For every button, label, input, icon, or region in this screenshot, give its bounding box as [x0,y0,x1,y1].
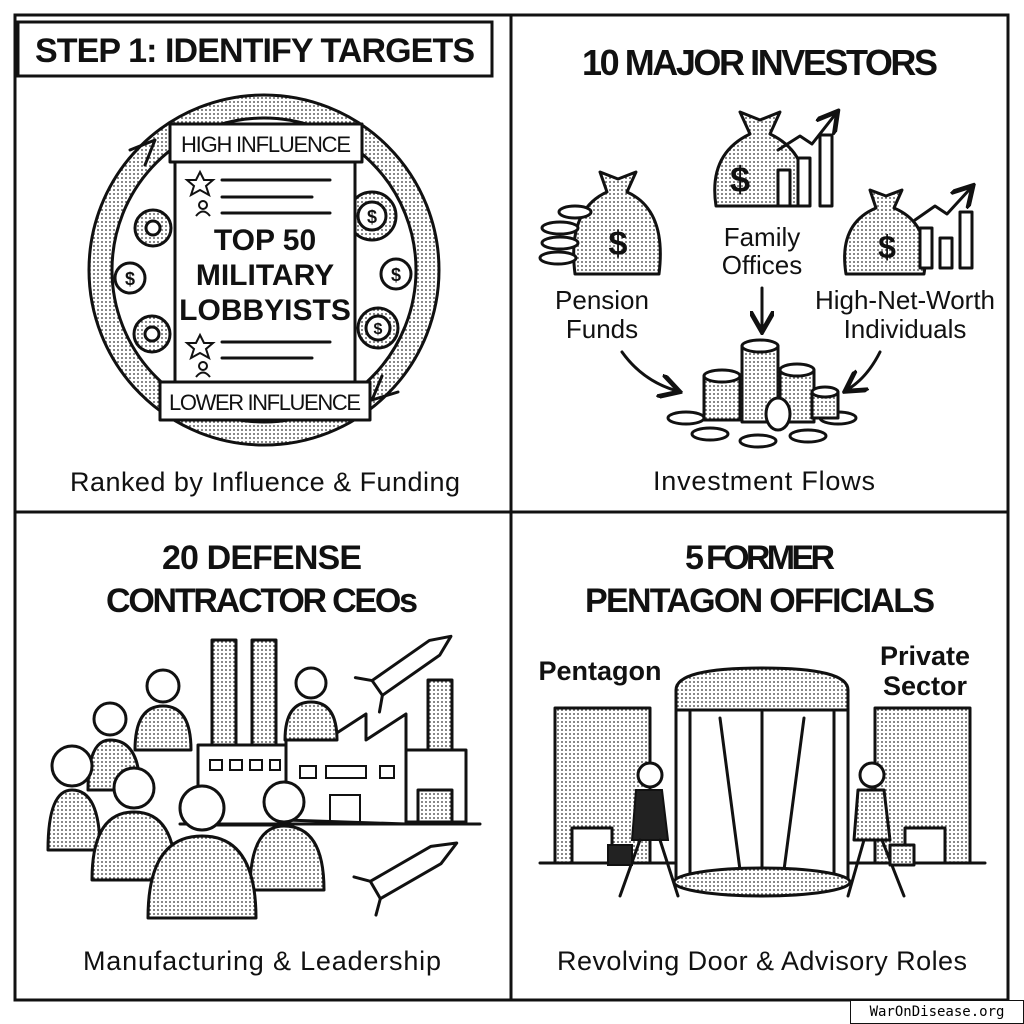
person-icon [195,361,211,378]
private-sector-label: Private [880,641,970,671]
caption: Ranked by Influence & Funding [70,467,460,497]
panel-title: PENTAGON OFFICIALS [585,582,935,620]
step-title: STEP 1: IDENTIFY TARGETS [35,32,475,70]
money-bag-icon: $ [572,170,662,276]
official-walking-right [846,761,916,898]
missile-icon [353,634,453,714]
svg-text:$: $ [374,321,383,338]
high-influence-label: HIGH INFLUENCE [181,132,351,157]
person-figure [90,766,178,882]
person-figure [283,666,339,742]
svg-text:$: $ [391,265,401,285]
briefcase-icon [607,844,633,866]
star-icon [184,332,216,361]
high-influence-banner [168,122,364,164]
coin-pile-icon [666,338,858,449]
hnwi-label: Individuals [844,314,967,344]
svg-text:$: $ [730,159,750,200]
briefcase-icon [888,843,916,867]
flow-arrow-icon [620,350,674,390]
money-bag-icon: $ [843,188,927,276]
person-icon [195,200,211,217]
svg-text:$: $ [125,269,135,289]
coin-stack-icon [538,204,593,266]
gear-icon [133,208,173,248]
panel-title: 5 FORMER [685,539,835,577]
caption: Revolving Door & Advisory Roles [557,946,967,976]
lower-influence-banner [158,380,372,422]
person-figure [146,784,258,920]
missile-icon [352,841,459,917]
dollar-gear-icon: $ [346,190,398,242]
pentagon-label: Pentagon [538,656,661,686]
growth-chart-icon [776,116,834,208]
step-title-box: STEP 1: IDENTIFY TARGETS [16,20,494,78]
money-bag-icon: $ [713,110,807,208]
lower-influence-label: LOWER INFLUENCE [169,390,361,415]
pension-funds-label: Pension [555,285,649,315]
document-title-line: TOP 50 [214,224,316,257]
dollar-coin-icon: $ [379,257,413,291]
star-icon [184,169,216,198]
official-walking-left [607,761,680,898]
family-offices-label: Family [724,222,801,252]
panel-investors: 10 MAJOR INVESTORS $ $ $ Family Offices … [538,42,995,496]
panel-title: 20 DEFENSE [162,539,362,577]
panel-ceos: 20 DEFENSE CONTRACTOR CEOs M [46,539,482,976]
dollar-coin-icon: $ [113,261,147,295]
family-offices-label: Offices [722,250,802,280]
panel-title: CONTRACTOR CEOs [106,582,418,620]
watermark: WarOnDisease.org [850,1000,1024,1024]
svg-text:$: $ [367,207,377,227]
svg-text:$: $ [609,225,628,263]
cycle-arrow-icon [370,374,400,402]
gear-icon [132,314,172,354]
ceo-group [46,666,339,920]
flow-arrow-icon [850,350,882,388]
document-title-line: LOBBYISTS [179,294,351,327]
pension-funds-label: Funds [566,314,638,344]
panel-title: 10 MAJOR INVESTORS [582,42,938,83]
person-figure [133,668,193,752]
cycle-arrow-icon [128,138,157,167]
revolving-door-icon [672,666,852,898]
hnwi-label: High-Net-Worth [815,285,995,315]
person-figure [248,780,326,892]
svg-text:$: $ [878,229,896,265]
private-sector-label: Sector [883,671,968,701]
growth-chart-icon [913,190,972,270]
document-title-line: MILITARY [196,259,334,292]
caption: Manufacturing & Leadership [83,946,441,976]
caption: Investment Flows [653,466,875,496]
dollar-gear-icon: $ [356,306,400,350]
panel-lobbyists: $ $ $ $ TOP 50 MILITARY LOBBYISTS HIGH I… [70,93,460,497]
panel-officials: 5 FORMER PENTAGON OFFICIALS Pentagon Pri… [538,539,987,976]
person-figure [46,744,102,852]
